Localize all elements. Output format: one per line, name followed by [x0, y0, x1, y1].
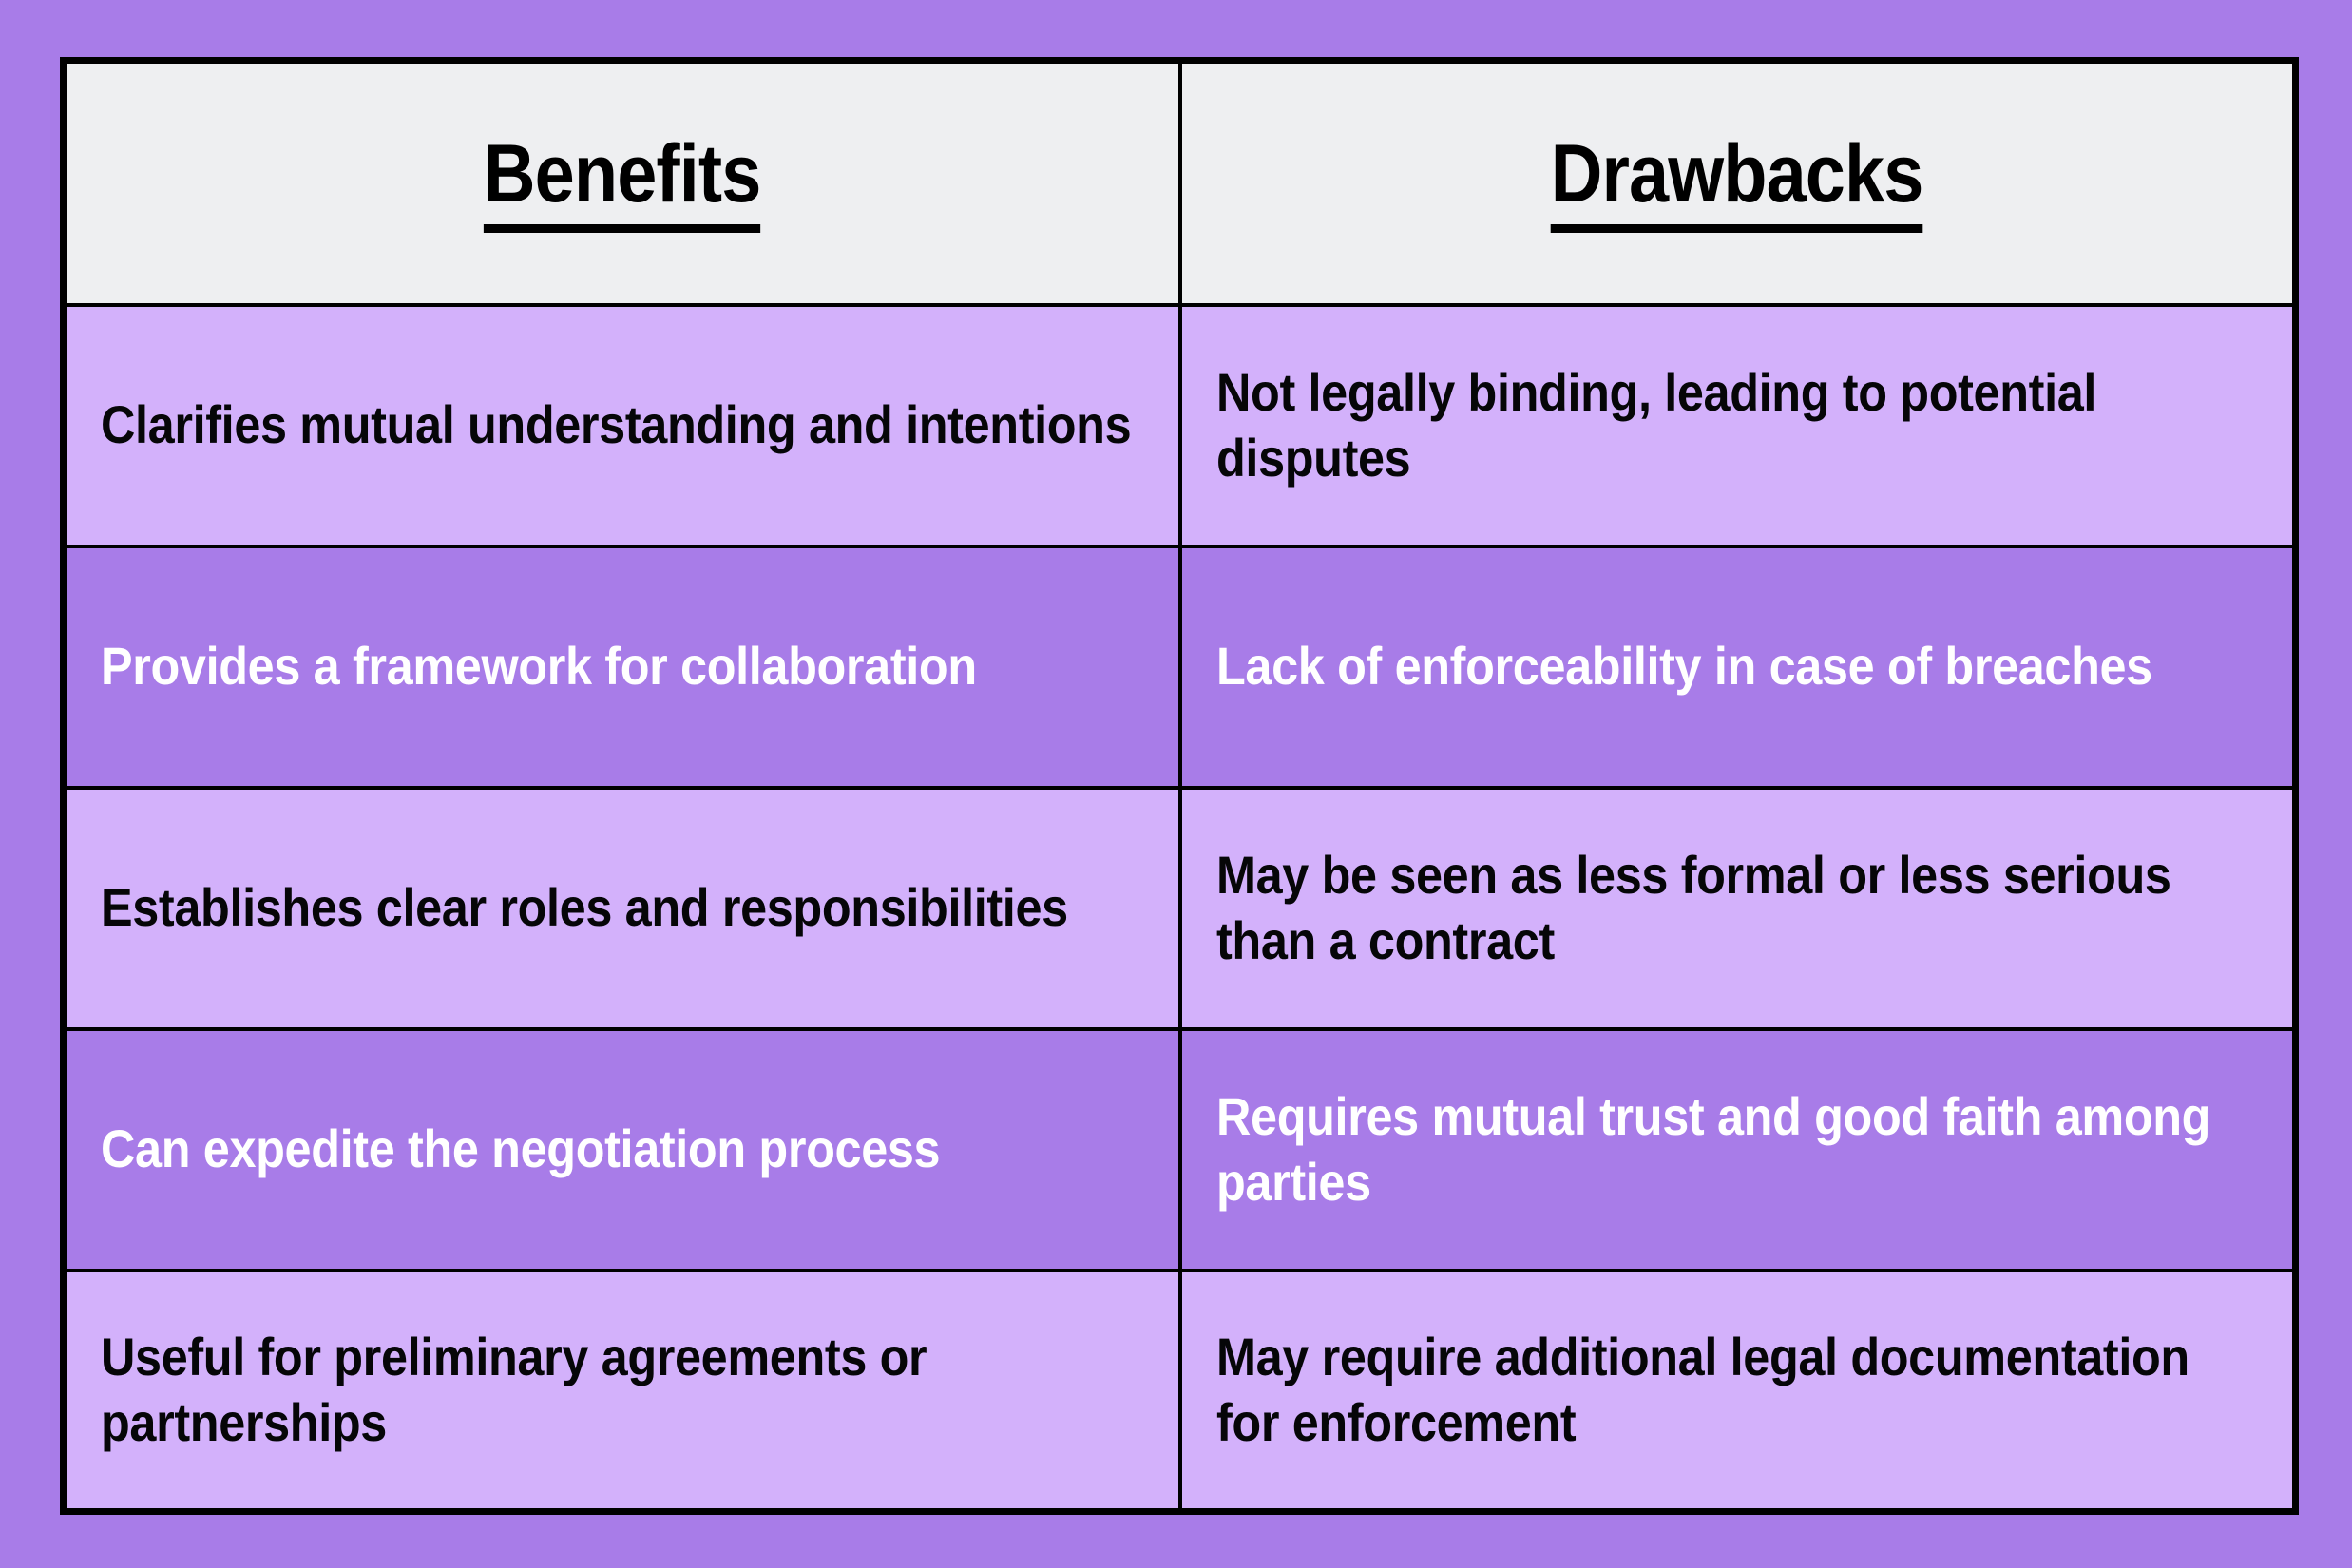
drawback-text: May require additional legal documentati… [1215, 1327, 2189, 1452]
column-header-drawbacks-label: Drawbacks [1550, 133, 1923, 234]
benefit-text: Can expedite the negotiation process [101, 1119, 941, 1179]
table-row: Useful for preliminary agreements or par… [63, 1268, 2296, 1512]
table-row: Provides a framework for collaboration L… [63, 544, 2296, 790]
table-row: Establishes clear roles and responsibili… [63, 785, 2296, 1031]
column-header-benefits: Benefits [63, 60, 1182, 307]
drawback-text: Requires mutual trust and good faith amo… [1215, 1086, 2210, 1212]
drawback-text: Not legally binding, leading to potentia… [1215, 362, 2096, 488]
table-body: Clarifies mutual understanding and inten… [63, 302, 2296, 1512]
column-header-drawbacks: Drawbacks [1177, 60, 2296, 307]
benefit-cell: Useful for preliminary agreements or par… [63, 1268, 1182, 1512]
drawback-cell: Not legally binding, leading to potentia… [1177, 302, 2296, 548]
benefit-cell: Clarifies mutual understanding and inten… [63, 302, 1182, 548]
benefit-text: Establishes clear roles and responsibili… [101, 877, 1068, 938]
table-header-row: Benefits Drawbacks [63, 60, 2296, 307]
drawback-cell: May be seen as less formal or less serio… [1177, 785, 2296, 1031]
drawback-cell: Requires mutual trust and good faith amo… [1177, 1026, 2296, 1272]
drawback-text: Lack of enforceability in case of breach… [1215, 636, 2152, 697]
table-row: Clarifies mutual understanding and inten… [63, 302, 2296, 548]
drawback-cell: Lack of enforceability in case of breach… [1177, 544, 2296, 790]
benefit-cell: Provides a framework for collaboration [63, 544, 1182, 790]
drawback-cell: May require additional legal documentati… [1177, 1268, 2296, 1512]
benefit-cell: Establishes clear roles and responsibili… [63, 785, 1182, 1031]
benefit-text: Provides a framework for collaboration [101, 636, 977, 697]
drawback-text: May be seen as less formal or less serio… [1215, 845, 2171, 970]
benefit-text: Clarifies mutual understanding and inten… [101, 394, 1132, 455]
table-header: Benefits Drawbacks [63, 60, 2296, 307]
benefit-text: Useful for preliminary agreements or par… [101, 1327, 927, 1452]
column-header-benefits-label: Benefits [483, 133, 761, 234]
table-row: Can expedite the negotiation process Req… [63, 1026, 2296, 1272]
benefit-cell: Can expedite the negotiation process [63, 1026, 1182, 1272]
benefits-drawbacks-table: Benefits Drawbacks Clarifies mutual unde… [60, 57, 2299, 1515]
